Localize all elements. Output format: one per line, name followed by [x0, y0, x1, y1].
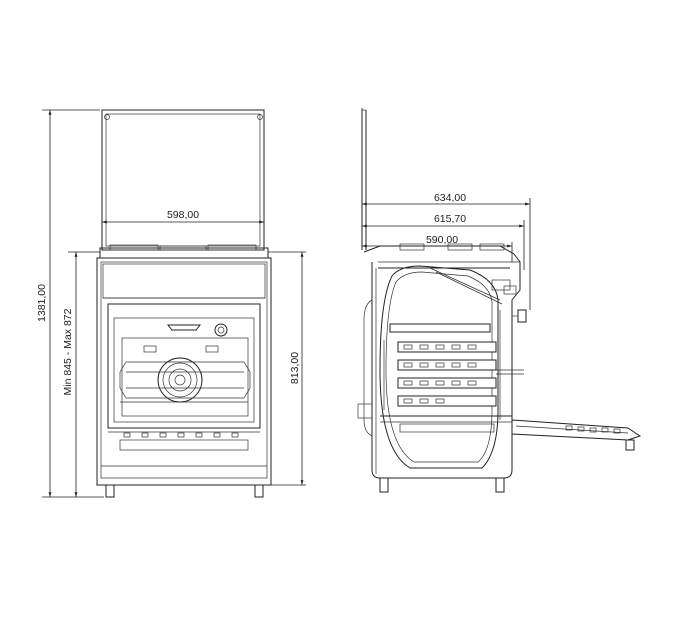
width-dimension-label: 598,00	[167, 209, 199, 221]
control-panel	[102, 263, 266, 299]
oven-cavity-outline	[379, 265, 499, 469]
glass-lid	[101, 109, 265, 251]
depth-middle-dimension-label: 615,70	[434, 213, 466, 225]
door-hinge-foot	[625, 439, 635, 451]
foot-left	[105, 484, 115, 498]
tray-5	[397, 395, 497, 407]
front-view: 598,00 1381,00 Min 845 - Max 872 813,00	[36, 109, 306, 498]
height-dimension-label: 813,00	[289, 352, 301, 384]
oven-light-icon	[214, 323, 228, 337]
cooker-body	[96, 257, 272, 486]
adjustable-height-dimension-label: Min 845 - Max 872	[62, 308, 74, 395]
depth-overall-dimension-label: 634,00	[434, 192, 466, 204]
tray-2	[397, 341, 497, 353]
tray-4	[397, 377, 497, 389]
oven-fan-icon	[157, 357, 203, 403]
oven-door	[107, 303, 261, 429]
total-height-dimension-label: 1381,00	[36, 284, 48, 322]
storage-drawer	[119, 439, 249, 451]
side-foot-front	[495, 477, 505, 493]
side-view: 634,00 615,70 590,00	[357, 108, 642, 493]
open-oven-door	[511, 419, 642, 441]
tray-3	[397, 359, 497, 371]
foot-right	[254, 484, 264, 498]
side-foot-rear	[379, 477, 389, 493]
tray-1	[389, 323, 491, 333]
depth-body-dimension-label: 590,00	[426, 234, 458, 246]
side-handle	[517, 309, 527, 323]
